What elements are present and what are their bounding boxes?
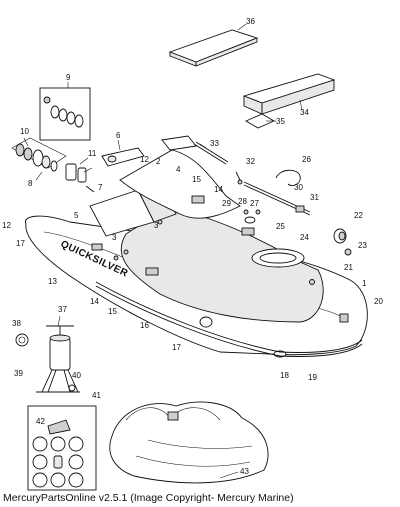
callout-35: 35 — [276, 117, 285, 126]
callout-24: 24 — [300, 233, 309, 242]
valve-assembly-part[interactable] — [11, 137, 67, 181]
callout-21: 21 — [344, 263, 353, 272]
callout-13: 13 — [48, 277, 57, 286]
callout-37: 37 — [58, 305, 67, 314]
callout-14-a: 14 — [214, 185, 223, 194]
callout-38: 38 — [12, 319, 21, 328]
inflatable-boat-hull-part[interactable] — [25, 149, 368, 358]
callout-labels: 36 34 35 9 10 6 33 11 12 32 26 2 4 8 7 1… — [2, 17, 383, 476]
callout-36: 36 — [246, 17, 255, 26]
callout-28: 28 — [238, 197, 247, 206]
callout-29: 29 — [222, 199, 231, 208]
callout-19: 19 — [308, 373, 317, 382]
callout-7: 7 — [98, 183, 103, 192]
o-ring-kit-part[interactable] — [39, 82, 91, 141]
callout-4: 4 — [176, 165, 181, 174]
callout-43: 43 — [240, 467, 249, 476]
callout-22: 22 — [354, 211, 363, 220]
callout-14-b: 14 — [90, 297, 99, 306]
cord-part[interactable] — [275, 169, 301, 187]
callout-32: 32 — [246, 157, 255, 166]
callout-3-a: 3 — [154, 221, 159, 230]
callout-25: 25 — [276, 222, 285, 231]
callout-40: 40 — [72, 371, 81, 380]
seat-strip-part[interactable] — [245, 113, 276, 129]
callout-23: 23 — [358, 241, 367, 250]
callout-20: 20 — [374, 297, 383, 306]
callout-41: 41 — [92, 391, 101, 400]
callout-18: 18 — [280, 371, 289, 380]
rod-part[interactable] — [243, 181, 311, 216]
pin-part[interactable] — [235, 171, 243, 185]
callout-17-b: 17 — [172, 343, 181, 352]
oar-part[interactable] — [161, 135, 229, 165]
copyright-caption: MercuryPartsOnline v2.5.1 (Image Copyrig… — [3, 492, 294, 504]
callout-12-a: 12 — [140, 155, 149, 164]
callout-42: 42 — [36, 417, 45, 426]
callout-15-b: 15 — [108, 307, 117, 316]
callout-34: 34 — [300, 108, 309, 117]
callout-3-b: 3 — [112, 233, 117, 242]
callout-39: 39 — [14, 369, 23, 378]
callout-30: 30 — [294, 183, 303, 192]
callout-11: 11 — [88, 149, 97, 158]
callout-16: 16 — [140, 321, 149, 330]
callout-12-b: 12 — [2, 221, 11, 230]
deck-hardware-part[interactable] — [243, 209, 261, 224]
callout-9: 9 — [66, 73, 71, 82]
seat-board-part[interactable] — [168, 23, 259, 67]
callout-33: 33 — [210, 139, 219, 148]
callout-1: 1 — [362, 279, 367, 288]
callout-17-a: 17 — [16, 239, 25, 248]
air-pump-part[interactable] — [15, 315, 80, 393]
repair-kit-part[interactable] — [27, 405, 97, 491]
bench-seat-part[interactable] — [242, 73, 336, 115]
callout-10: 10 — [20, 127, 29, 136]
valve-cap-part[interactable] — [65, 157, 95, 193]
drain-plug-part[interactable] — [333, 228, 352, 256]
callout-26: 26 — [302, 155, 311, 164]
callout-31: 31 — [310, 193, 319, 202]
callout-2: 2 — [156, 157, 161, 166]
callout-6: 6 — [116, 131, 121, 140]
carry-bag-part[interactable] — [109, 401, 269, 484]
oar-lock-part[interactable] — [101, 139, 145, 167]
callout-27: 27 — [250, 199, 259, 208]
callout-5: 5 — [74, 211, 79, 220]
callout-8: 8 — [28, 179, 33, 188]
callout-15-a: 15 — [192, 175, 201, 184]
